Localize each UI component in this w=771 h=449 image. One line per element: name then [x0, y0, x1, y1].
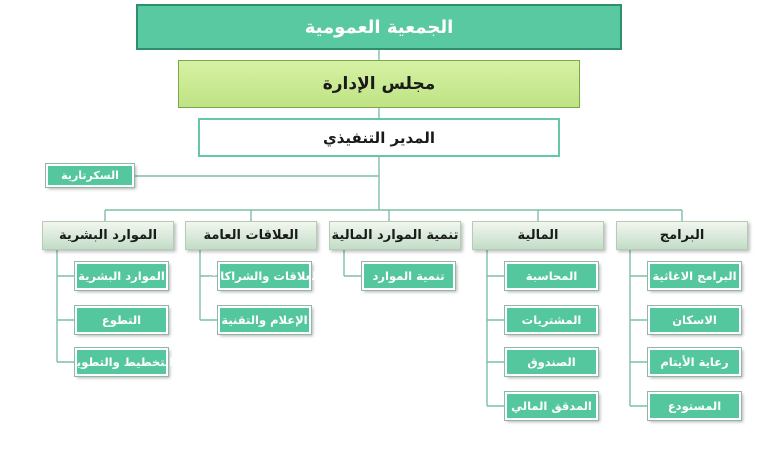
dept-resource-development-item: تنمية الموارد: [361, 261, 456, 291]
dept-programs-item: البرامج الاغاثية: [647, 261, 742, 291]
executive-director-box: المدير التنفيذي: [198, 118, 560, 157]
dept-public-relations-head: العلاقات العامة: [185, 221, 317, 250]
dept-programs-item: المستودع: [647, 391, 742, 421]
board-box: مجلس الإدارة: [178, 60, 580, 108]
dept-human-resources-head: الموارد البشرية: [42, 221, 174, 250]
general-assembly-box: الجمعية العمومية: [136, 4, 622, 50]
dept-human-resources-item: الموارد البشرية: [74, 261, 169, 291]
dept-public-relations-item: الإعلام والتقنية: [217, 305, 312, 335]
dept-programs-head: البرامج: [616, 221, 748, 250]
dept-public-relations-item: العلاقات والشراكات: [209, 261, 320, 291]
dept-programs-item: رعاية الأيتام: [647, 347, 742, 377]
dept-finance-item: الصندوق: [504, 347, 599, 377]
dept-programs-item: الاسكان: [647, 305, 742, 335]
dept-finance-item: المدقق المالي: [504, 391, 599, 421]
dept-human-resources-item: التخطيط والتطوير: [70, 347, 173, 377]
dept-human-resources-item: التطوع: [74, 305, 169, 335]
dept-finance-head: المالية: [472, 221, 604, 250]
dept-finance-item: المحاسبة: [504, 261, 599, 291]
secretariat-box: السكرتارية: [45, 163, 135, 188]
dept-resource-development-head: تنمية الموارد المالية: [329, 221, 461, 250]
dept-finance-item: المشتريات: [504, 305, 599, 335]
